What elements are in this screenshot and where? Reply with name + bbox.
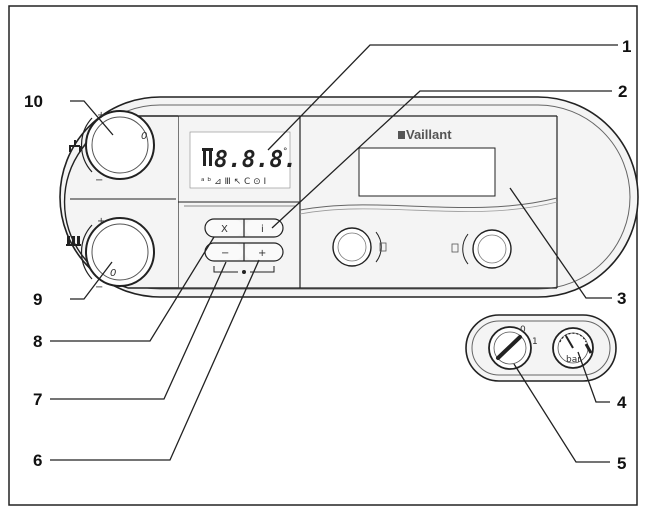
leader-line-4: [577, 351, 610, 403]
facia-left-dial: [332, 227, 387, 267]
bracket-dot: [242, 270, 246, 274]
leader-line-9: [70, 261, 113, 300]
callout-10: 10: [24, 92, 43, 111]
leader-line-8: [50, 236, 215, 342]
tap-icon: [69, 140, 81, 152]
leader-line-6: [50, 259, 260, 461]
leader-line-2: [271, 90, 612, 229]
heating-dial-plus: +: [97, 216, 105, 227]
hot-water-dial-plus: +: [97, 110, 105, 121]
facia-section: Vaillant: [299, 127, 558, 269]
hot-water-temperature-dial[interactable]: + − 0: [69, 110, 155, 186]
main-power-switch[interactable]: 0 1: [488, 325, 538, 370]
heating-dial-zero: 0: [110, 268, 116, 279]
plus-button-label: +: [258, 248, 266, 259]
leader-line-1: [267, 44, 618, 151]
callout-9: 9: [33, 290, 42, 309]
callout-8: 8: [33, 332, 42, 351]
callout-2: 2: [618, 82, 627, 101]
brand-logo: Vaillant: [406, 127, 452, 142]
minus-button-label: −: [221, 248, 229, 259]
callout-3: 3: [617, 289, 626, 308]
hot-water-dial-minus: −: [95, 175, 103, 186]
vaillant-logo-icon: [398, 131, 405, 139]
callout-labels: 1 2 3 4 5 6 7 8 9 10: [24, 37, 631, 473]
lower-unit: 0 1 bar: [465, 314, 617, 382]
gauge-unit-label: bar: [566, 355, 581, 365]
switch-on-mark: 1: [532, 337, 538, 347]
heating-temperature-dial[interactable]: + − 0: [66, 216, 155, 293]
leader-lines: [50, 44, 618, 463]
lcd-display: 8.8.8. ° ᵃ ᵇ ⊿ Ⅲ ↖ C ⊙ Ⅰ: [189, 131, 297, 189]
callout-7: 7: [33, 390, 42, 409]
hot-water-dial-zero: 0: [141, 131, 147, 142]
leader-line-7: [50, 261, 227, 400]
lcd-status-icons: ᵃ ᵇ ⊿ Ⅲ ↖ C ⊙ Ⅰ: [201, 177, 266, 187]
reset-button[interactable]: X: [206, 220, 243, 236]
callout-4: 4: [617, 393, 627, 412]
radiator-icon: [66, 236, 81, 246]
leader-line-10: [70, 100, 114, 136]
plus-button[interactable]: +: [245, 244, 282, 260]
tap-lcd-icon: [202, 148, 213, 166]
facia-right-dial: [451, 229, 512, 269]
pressure-gauge: bar: [552, 327, 594, 369]
heating-dial-minus: −: [95, 282, 103, 293]
callout-5: 5: [617, 454, 626, 473]
leader-line-3: [509, 187, 612, 299]
minus-button[interactable]: −: [206, 244, 243, 260]
callout-6: 6: [33, 451, 42, 470]
reset-button-label: X: [221, 224, 228, 235]
leader-line-5: [513, 363, 610, 463]
info-button-label: i: [261, 224, 264, 235]
switch-off-mark: 0: [520, 325, 526, 335]
lcd-digits: 8.8.8.: [214, 147, 297, 173]
callout-1: 1: [622, 37, 631, 56]
button-group: X i − +: [204, 218, 284, 274]
lcd-suffix: °: [283, 147, 288, 157]
info-button[interactable]: i: [245, 220, 282, 236]
